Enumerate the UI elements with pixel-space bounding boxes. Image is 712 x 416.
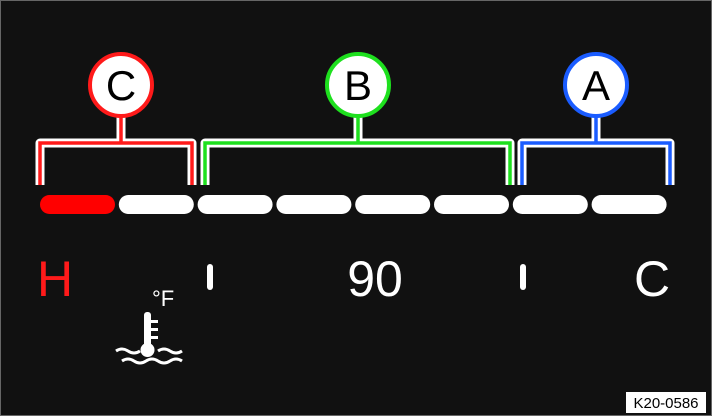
callout-letter: A <box>582 62 610 109</box>
scale-tick <box>207 264 213 290</box>
callout-a: A <box>517 52 675 185</box>
scale-tick <box>520 264 526 290</box>
cold-label: C <box>634 251 670 307</box>
unit-degrees: °F <box>152 286 174 311</box>
gauge-segment <box>118 195 194 214</box>
gauge-segment <box>355 195 431 214</box>
callout-letter: B <box>344 62 372 109</box>
gauge-segment-hot <box>40 195 115 214</box>
gauge-segment <box>434 195 509 214</box>
callout-c: C <box>35 52 197 185</box>
hot-label: H <box>37 251 73 307</box>
gauge-segment <box>276 195 352 214</box>
gauge-segment <box>512 195 588 214</box>
callout-b: B <box>200 52 515 185</box>
gauge-segment <box>591 195 667 214</box>
coolant-temperature-icon: °F <box>115 286 183 365</box>
callout-letter: C <box>106 62 136 109</box>
figure-id-label: K20-0586 <box>626 392 706 413</box>
gauge-segment <box>197 195 273 214</box>
svg-text:K20-0586: K20-0586 <box>633 395 698 412</box>
mid-label: 90 <box>347 251 403 307</box>
